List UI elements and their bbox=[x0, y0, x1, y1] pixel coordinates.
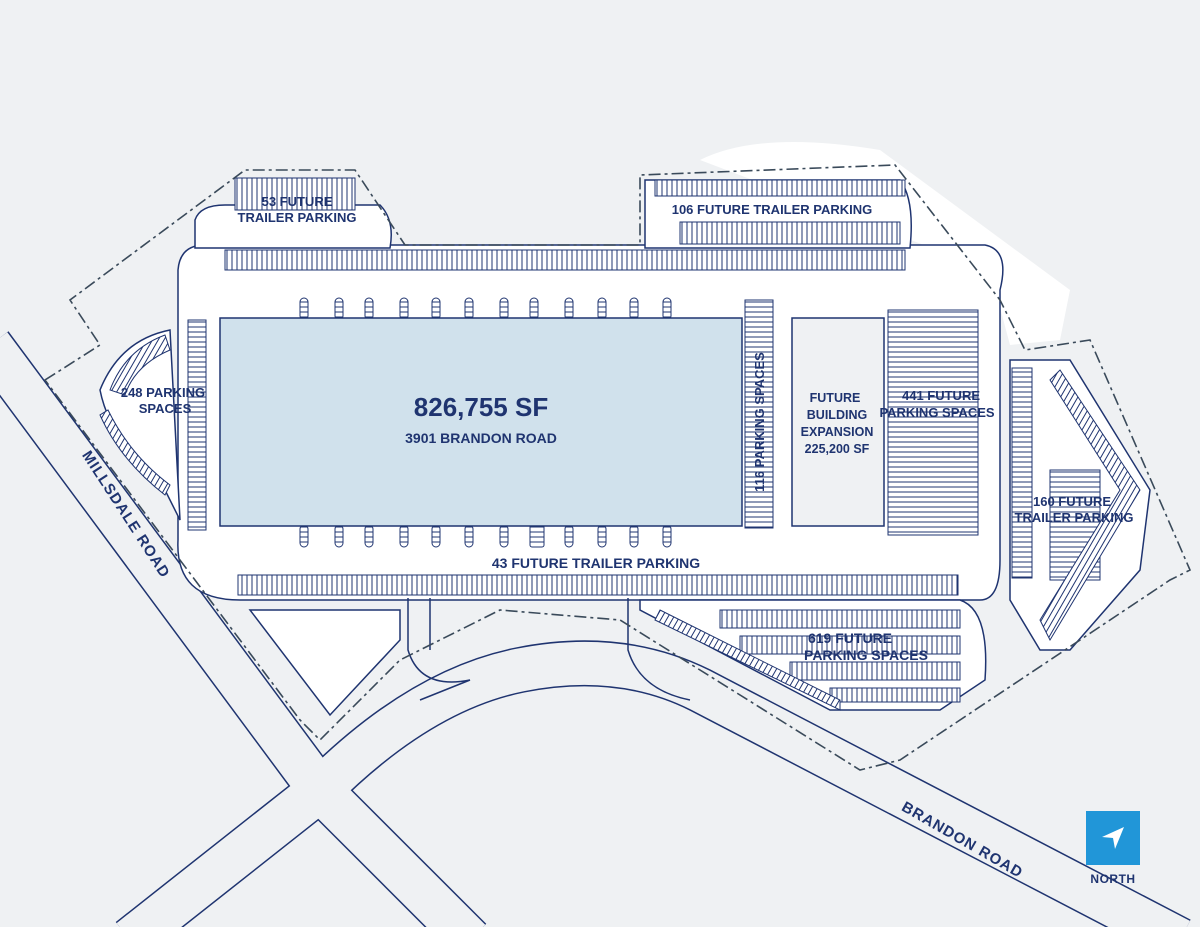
expansion-label-3: EXPANSION bbox=[801, 425, 874, 439]
parking-248-line1: 248 PARKING bbox=[121, 385, 205, 400]
parking-53-line2: TRAILER PARKING bbox=[238, 210, 357, 225]
parking-441-line1: 441 FUTURE bbox=[902, 388, 980, 403]
building-area: 826,755 SF bbox=[414, 392, 548, 422]
future-expansion-footprint bbox=[791, 317, 885, 527]
parking-619-line1: 619 FUTURE bbox=[808, 630, 892, 646]
parking-stripes bbox=[99, 177, 1141, 711]
building-footprint bbox=[219, 317, 743, 527]
north-label: NORTH bbox=[1090, 872, 1136, 886]
expansion-label-4: 225,200 SF bbox=[805, 442, 870, 456]
parking-106: 106 FUTURE TRAILER PARKING bbox=[672, 202, 873, 217]
parking-441-line2: PARKING SPACES bbox=[879, 405, 994, 420]
parking-53-line1: 53 FUTURE bbox=[262, 194, 333, 209]
parking-619-line2: PARKING SPACES bbox=[804, 647, 928, 663]
expansion-label-1: FUTURE bbox=[810, 391, 861, 405]
building-address: 3901 BRANDON ROAD bbox=[405, 430, 557, 446]
parking-43: 43 FUTURE TRAILER PARKING bbox=[492, 555, 700, 571]
parking-116: 116 PARKING SPACES bbox=[752, 352, 767, 492]
expansion-label-2: BUILDING bbox=[807, 408, 867, 422]
north-indicator bbox=[1086, 811, 1140, 865]
property-boundary bbox=[43, 164, 1192, 771]
public-roads bbox=[0, 331, 1191, 927]
parking-160-line2: TRAILER PARKING bbox=[1015, 510, 1134, 525]
parking-160-line1: 160 FUTURE bbox=[1033, 494, 1111, 509]
navigation-arrow-icon bbox=[1102, 827, 1124, 849]
parking-248-line2: SPACES bbox=[139, 401, 192, 416]
